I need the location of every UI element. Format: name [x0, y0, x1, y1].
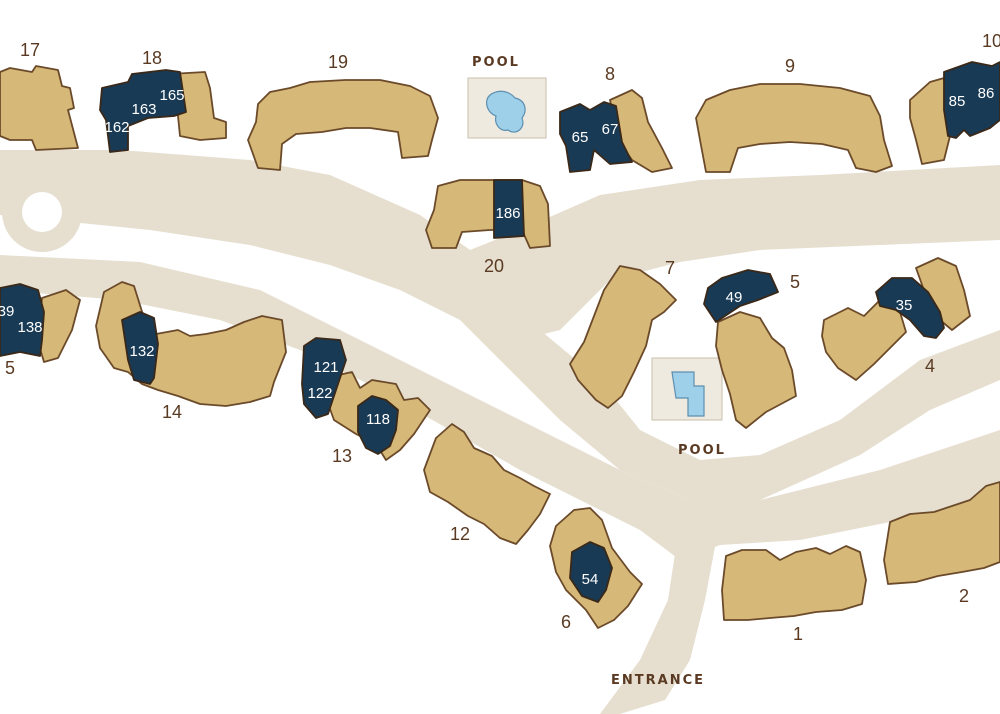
main-road-upper — [0, 150, 1000, 340]
building-15-label: 5 — [5, 358, 15, 378]
pool-top-water — [486, 90, 526, 133]
building-2 — [883, 481, 1000, 585]
unit-132-label: 132 — [129, 343, 154, 360]
building-9 — [695, 83, 893, 173]
building-7-label: 7 — [665, 258, 675, 278]
entrance-road — [600, 520, 720, 714]
building-4-label: 4 — [925, 356, 935, 376]
entrance-label: ENTRANCE — [611, 673, 705, 688]
building-14-label: 14 — [162, 402, 182, 422]
building-17 — [0, 65, 79, 151]
building-18 — [99, 69, 227, 153]
building-10-label: 10 — [982, 31, 1000, 51]
building-13-label: 13 — [332, 446, 352, 466]
unit-162-label: 162 — [104, 119, 129, 136]
building-8-label: 8 — [605, 64, 615, 84]
unit-65-label: 65 — [572, 129, 589, 146]
building-20 — [425, 179, 551, 249]
building-19 — [247, 79, 439, 171]
pool-mid — [651, 357, 723, 421]
connector-road — [400, 215, 1000, 500]
building-12-label: 12 — [450, 524, 470, 544]
unit-118-label: 118 — [366, 411, 390, 428]
unit-138-label: 138 — [17, 319, 42, 336]
unit-49-label: 49 — [726, 289, 743, 306]
unit-165-label: 165 — [159, 87, 184, 104]
building-4 — [821, 257, 971, 381]
building-6-label: 6 — [561, 612, 571, 632]
roundabout-center — [22, 192, 62, 232]
building-2-label: 2 — [959, 586, 969, 606]
building-5-label: 5 — [790, 272, 800, 292]
building-7 — [569, 265, 677, 409]
unit-39-label: 39 — [0, 303, 14, 320]
building-1-label: 1 — [793, 624, 803, 644]
building-10 — [909, 61, 1000, 165]
pool-top — [467, 77, 547, 139]
unit-labels: 162 163 165 65 67 85 86 186 49 35 39 138… — [0, 85, 994, 588]
unit-186-label: 186 — [495, 205, 520, 222]
building-19-label: 19 — [328, 52, 348, 72]
unit-122-label: 122 — [307, 385, 332, 402]
building-18-label: 18 — [142, 48, 162, 68]
building-labels: 17 18 19 8 9 10 20 7 5 4 5 14 13 12 6 1 … — [5, 31, 1000, 644]
building-1 — [721, 545, 867, 621]
pool-top-label: POOL — [472, 55, 520, 70]
unit-85-label: 85 — [949, 93, 966, 110]
unit-54-label: 54 — [582, 571, 599, 588]
building-20-label: 20 — [484, 256, 504, 276]
unit-121-label: 121 — [313, 359, 338, 376]
building-13 — [301, 337, 431, 461]
building-5 — [703, 269, 797, 429]
unit-163-label: 163 — [131, 101, 156, 118]
unit-35-label: 35 — [896, 297, 913, 314]
building-12 — [423, 423, 551, 545]
unit-86-label: 86 — [978, 85, 995, 102]
pool-mid-label: POOL — [678, 443, 726, 458]
building-6 — [549, 507, 643, 629]
building-9-label: 9 — [785, 56, 795, 76]
building-15 — [0, 283, 81, 363]
building-14 — [95, 281, 287, 407]
unit-67-label: 67 — [602, 121, 619, 138]
building-8 — [559, 89, 673, 173]
pool-mid-water — [671, 371, 705, 417]
building-17-label: 17 — [20, 40, 40, 60]
